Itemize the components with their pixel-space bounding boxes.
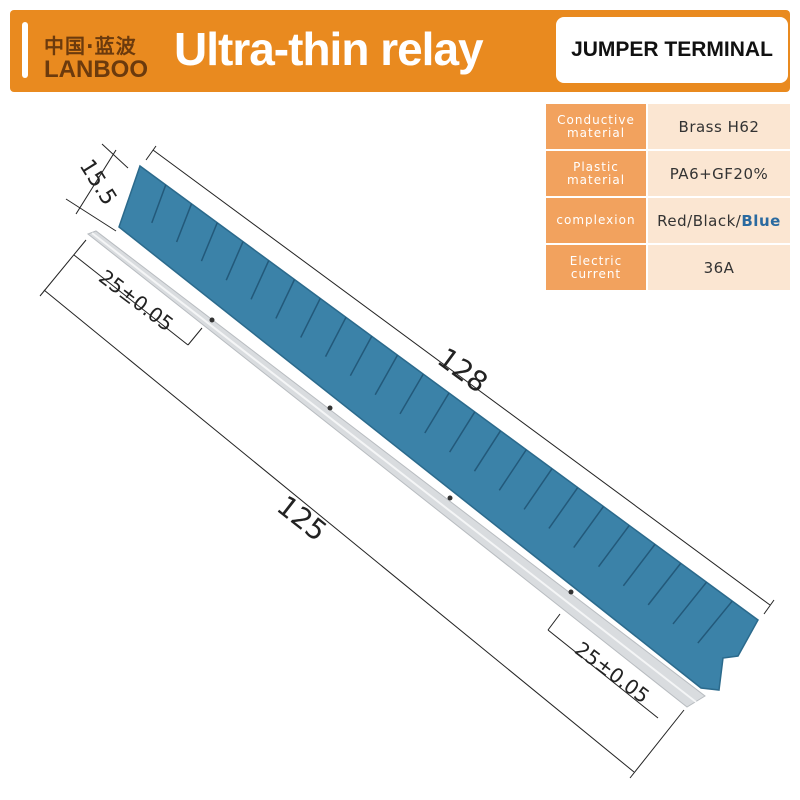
- jumper-ribs: [151, 184, 733, 644]
- spec-label-line2: material: [566, 172, 626, 187]
- jumper-rib: [449, 411, 476, 453]
- spec-value: Red/Black/Blue: [646, 196, 792, 245]
- spec-row-current: Electric current 36A: [544, 243, 792, 292]
- jumper-rib: [498, 449, 527, 491]
- spec-label: complexion: [544, 196, 648, 245]
- selected-color-text: Blue: [741, 211, 781, 230]
- product-type-badge: JUMPER TERMINAL: [556, 17, 788, 83]
- jumper-rib: [573, 506, 605, 549]
- jumper-rib: [250, 260, 270, 300]
- jumper-rib: [672, 581, 708, 625]
- jumper-rib: [175, 203, 193, 243]
- dim-length-bottom-label: 125: [271, 489, 333, 548]
- strip-highlight: [91, 232, 697, 703]
- logo-chinese: 中国·蓝波: [44, 34, 137, 58]
- jumper-body: [118, 164, 759, 691]
- spec-label-line1: Electric: [569, 253, 623, 268]
- strip-hole: [447, 495, 453, 501]
- strip-hole: [209, 317, 215, 323]
- spec-table: Conductive material Brass H62 Plastic ma…: [544, 102, 792, 292]
- jumper-rib: [697, 600, 733, 644]
- logo-english: LANBOO: [44, 56, 148, 83]
- jumper-rib: [424, 392, 450, 434]
- jumper-rib: [473, 430, 502, 472]
- color-options-text: Red/Black/: [657, 211, 742, 230]
- dim-pitch-left-label: 25±0.05: [94, 265, 178, 336]
- spec-row-plastic: Plastic material PA6+GF20%: [544, 149, 792, 198]
- header-banner: 中国·蓝波 LANBOO Ultra-thin relay JUMPER TER…: [10, 10, 790, 92]
- jumper-rib: [200, 222, 218, 262]
- dim-length-top: 128: [145, 145, 775, 615]
- spec-label-line1: complexion: [556, 213, 636, 227]
- spec-label-line2: material: [566, 125, 626, 140]
- spec-row-complexion: complexion Red/Black/Blue: [544, 196, 792, 245]
- jumper-rib: [523, 468, 553, 510]
- dim-width: 15.5: [65, 143, 129, 232]
- jumper-rib: [275, 279, 296, 319]
- spec-value: PA6+GF20%: [646, 149, 792, 198]
- jumper-rib: [151, 184, 167, 224]
- jumper-rib: [597, 524, 630, 568]
- jumper-rib: [324, 316, 347, 357]
- strip-hole: [568, 589, 574, 595]
- jumper-rib: [399, 373, 424, 415]
- jumper-rib: [349, 335, 373, 377]
- jumper-rib: [300, 298, 321, 338]
- spec-label: Conductive material: [544, 102, 648, 151]
- product-title: Ultra-thin relay: [174, 23, 484, 75]
- spec-label: Plastic material: [544, 149, 648, 198]
- jumper-rib: [225, 241, 244, 281]
- spec-label-line2: current: [570, 266, 622, 281]
- spec-label-line1: Conductive: [557, 112, 635, 127]
- strip-hole: [327, 405, 333, 411]
- jumper-rib: [647, 562, 682, 606]
- accent-bar: [22, 22, 28, 78]
- spec-value: Brass H62: [646, 102, 792, 151]
- spec-label-line1: Plastic: [573, 159, 619, 174]
- jumper-rib: [374, 354, 399, 396]
- jumper-rib: [622, 543, 656, 587]
- badge-label: JUMPER TERMINAL: [571, 38, 773, 61]
- spec-row-conductive: Conductive material Brass H62: [544, 102, 792, 151]
- spec-label: Electric current: [544, 243, 648, 292]
- jumper-rib: [548, 487, 579, 529]
- spec-value: 36A: [646, 243, 792, 292]
- dim-width-label: 15.5: [74, 155, 121, 210]
